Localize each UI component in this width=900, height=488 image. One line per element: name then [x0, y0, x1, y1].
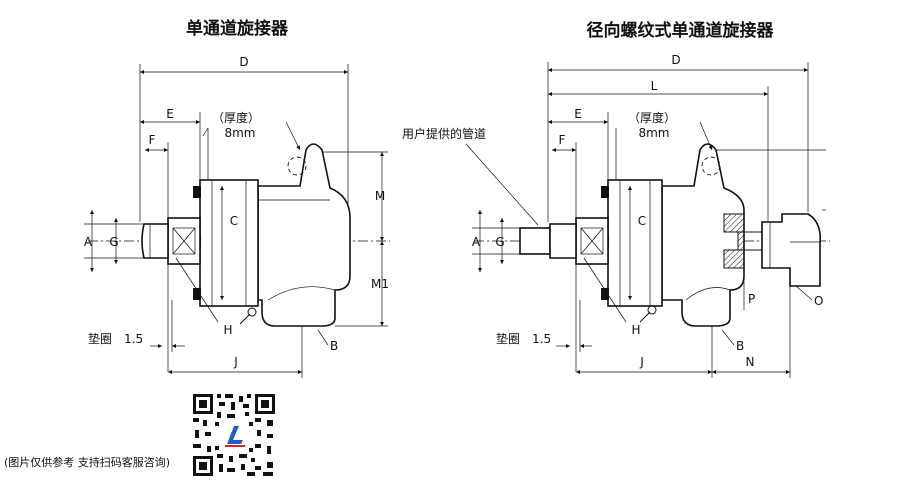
- right-title: 径向螺纹式单通道旋接器: [587, 20, 775, 41]
- left-threaded-nipple: [141, 223, 169, 259]
- left-bolt-bottom: [193, 288, 201, 300]
- right-thickness-label: （厚度）: [628, 110, 676, 125]
- dim-right-N: N: [746, 355, 755, 369]
- right-gasket-value: 1.5: [532, 332, 551, 346]
- left-thickness-value: 8mm: [224, 126, 255, 140]
- dim-right-B: B: [736, 339, 744, 353]
- left-swivel-joint-drawing: D E F （厚度） 8mm M M1 A G C H: [84, 55, 390, 378]
- wrench-icon: [639, 305, 657, 323]
- dim-left-A: A: [84, 235, 93, 249]
- dim-left-E: E: [166, 107, 174, 121]
- dim-left-M1: M1: [371, 277, 389, 291]
- right-thickness-value: 8mm: [638, 126, 669, 140]
- dim-right-G: G: [495, 235, 504, 249]
- right-flange: [607, 179, 663, 307]
- dim-left-J: J: [233, 355, 238, 369]
- left-title: 单通道旋接器: [186, 18, 289, 39]
- qr-code: [191, 392, 277, 478]
- dim-left-D: D: [239, 55, 248, 69]
- dim-right-P: P: [748, 292, 755, 306]
- right-gasket-label: 垫圈: [496, 331, 520, 346]
- left-ear-hole: [287, 156, 307, 176]
- left-inner-arc: [267, 286, 336, 301]
- left-flange: [199, 179, 259, 307]
- dim-right-D: D: [671, 53, 680, 67]
- dim-right-O: O: [814, 294, 823, 308]
- dim-right-A: A: [472, 235, 481, 249]
- left-bolt-top: [193, 186, 201, 198]
- elbow-fitting: [761, 213, 822, 287]
- dim-right-C: C: [638, 214, 646, 228]
- dim-left-F: F: [149, 133, 156, 147]
- dim-right-E: E: [574, 107, 582, 121]
- dim-right-H: H: [631, 323, 640, 337]
- left-gasket-value: 1.5: [124, 332, 143, 346]
- right-housing: [661, 143, 745, 327]
- dim-left-C: C: [230, 214, 238, 228]
- dim-left-G: G: [109, 235, 118, 249]
- dim-right-J: J: [639, 355, 644, 369]
- wrench-icon: [239, 307, 257, 325]
- right-threaded-nipple: [549, 223, 577, 259]
- dim-left-H: H: [223, 323, 232, 337]
- dim-right-F: F: [559, 133, 566, 147]
- dim-left-M: M: [375, 189, 385, 203]
- left-gasket-label: 垫圈: [88, 331, 112, 346]
- right-ear-hole: [701, 156, 721, 176]
- dim-right-L: L: [651, 79, 658, 93]
- dim-left-B: B: [330, 339, 338, 353]
- image-caption: (图片仅供参考 支持扫码客服咨询): [4, 456, 171, 469]
- user-pipe: [519, 227, 551, 255]
- left-thickness-label: （厚度）: [212, 110, 260, 125]
- right-radial-swivel-joint-drawing: 用户提供的管道 D L: [402, 53, 830, 378]
- left-housing: [257, 143, 351, 327]
- pipe-note: 用户提供的管道: [402, 126, 486, 141]
